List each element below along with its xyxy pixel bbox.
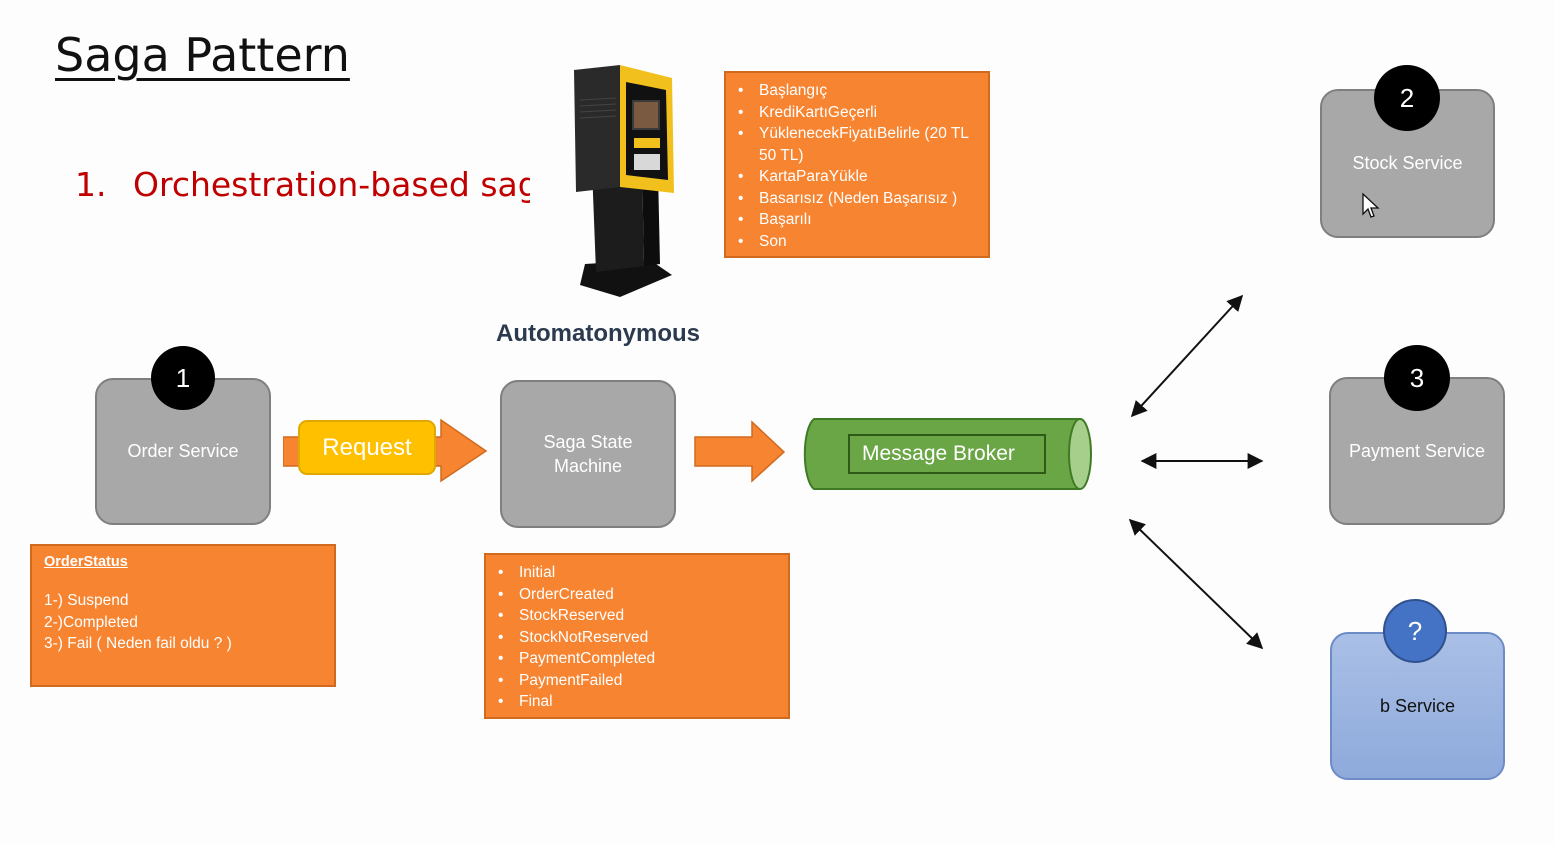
order-status-title: OrderStatus (44, 554, 128, 570)
state-item: Başarılı (738, 209, 988, 231)
b-service-badge: ? (1383, 599, 1447, 663)
order-status-line: 2-)Completed (44, 613, 138, 631)
saga-machine-line-1: Saga State (543, 432, 633, 452)
saga-state-machine-box: Saga State Machine (500, 380, 676, 528)
broker-connectors (1128, 294, 1264, 650)
order-service-badge: 1 (151, 346, 215, 410)
request-label: Request (298, 420, 436, 475)
connector-to-stock (1130, 294, 1244, 418)
state-item: YüklenecekFiyatıBelirle (20 TL 50 TL) (738, 123, 988, 166)
saga-states-box: Initial OrderCreated StockReserved Stock… (484, 553, 790, 719)
saga-state-item: PaymentFailed (498, 670, 788, 692)
saga-state-item: OrderCreated (498, 584, 788, 606)
section-heading: 1. Orchestration-based saga (75, 165, 530, 204)
mouse-cursor-icon (1362, 192, 1380, 218)
state-item: Başlangıç (738, 80, 988, 102)
state-item: KrediKartıGeçerli (738, 102, 988, 124)
stock-service-label: Stock Service (1352, 153, 1463, 173)
saga-state-item: StockNotReserved (498, 627, 788, 649)
state-item: KartaParaYükle (738, 166, 988, 188)
order-status-box: OrderStatus 1-) Suspend 2-)Completed 3-)… (30, 544, 336, 687)
message-broker-label: Message Broker (848, 434, 1046, 474)
state-item: Son (738, 231, 988, 253)
stock-service-badge: 2 (1374, 65, 1440, 131)
saga-state-item: PaymentCompleted (498, 648, 788, 670)
automatonymous-label: Automatonymous (496, 320, 700, 347)
saga-state-item: StockReserved (498, 605, 788, 627)
saga-state-item: Final (498, 691, 788, 713)
order-service-label: Order Service (127, 441, 239, 461)
saga-state-item: Initial (498, 562, 788, 584)
page-title: Saga Pattern (55, 28, 350, 82)
message-broker-cylinder (803, 418, 1092, 490)
order-status-line: 1-) Suspend (44, 592, 129, 609)
b-service-label: b Service (1379, 695, 1456, 716)
saga-machine-line-2: Machine (553, 456, 623, 476)
section-title: Orchestration-based saga (133, 165, 530, 204)
state-item: Basarısız (Neden Başarısız ) (738, 188, 988, 210)
payment-service-label: Payment Service (1348, 440, 1486, 461)
payment-service-badge: 3 (1384, 345, 1450, 411)
section-number: 1. (75, 165, 107, 204)
broker-arrow (694, 420, 786, 483)
automaton-states-box: Başlangıç KrediKartıGeçerli YüklenecekFi… (724, 71, 990, 258)
connector-to-b-service (1128, 518, 1264, 650)
payment-kiosk-image (574, 65, 674, 297)
order-status-line: 3-) Fail ( Neden fail oldu ? ) (44, 635, 232, 652)
